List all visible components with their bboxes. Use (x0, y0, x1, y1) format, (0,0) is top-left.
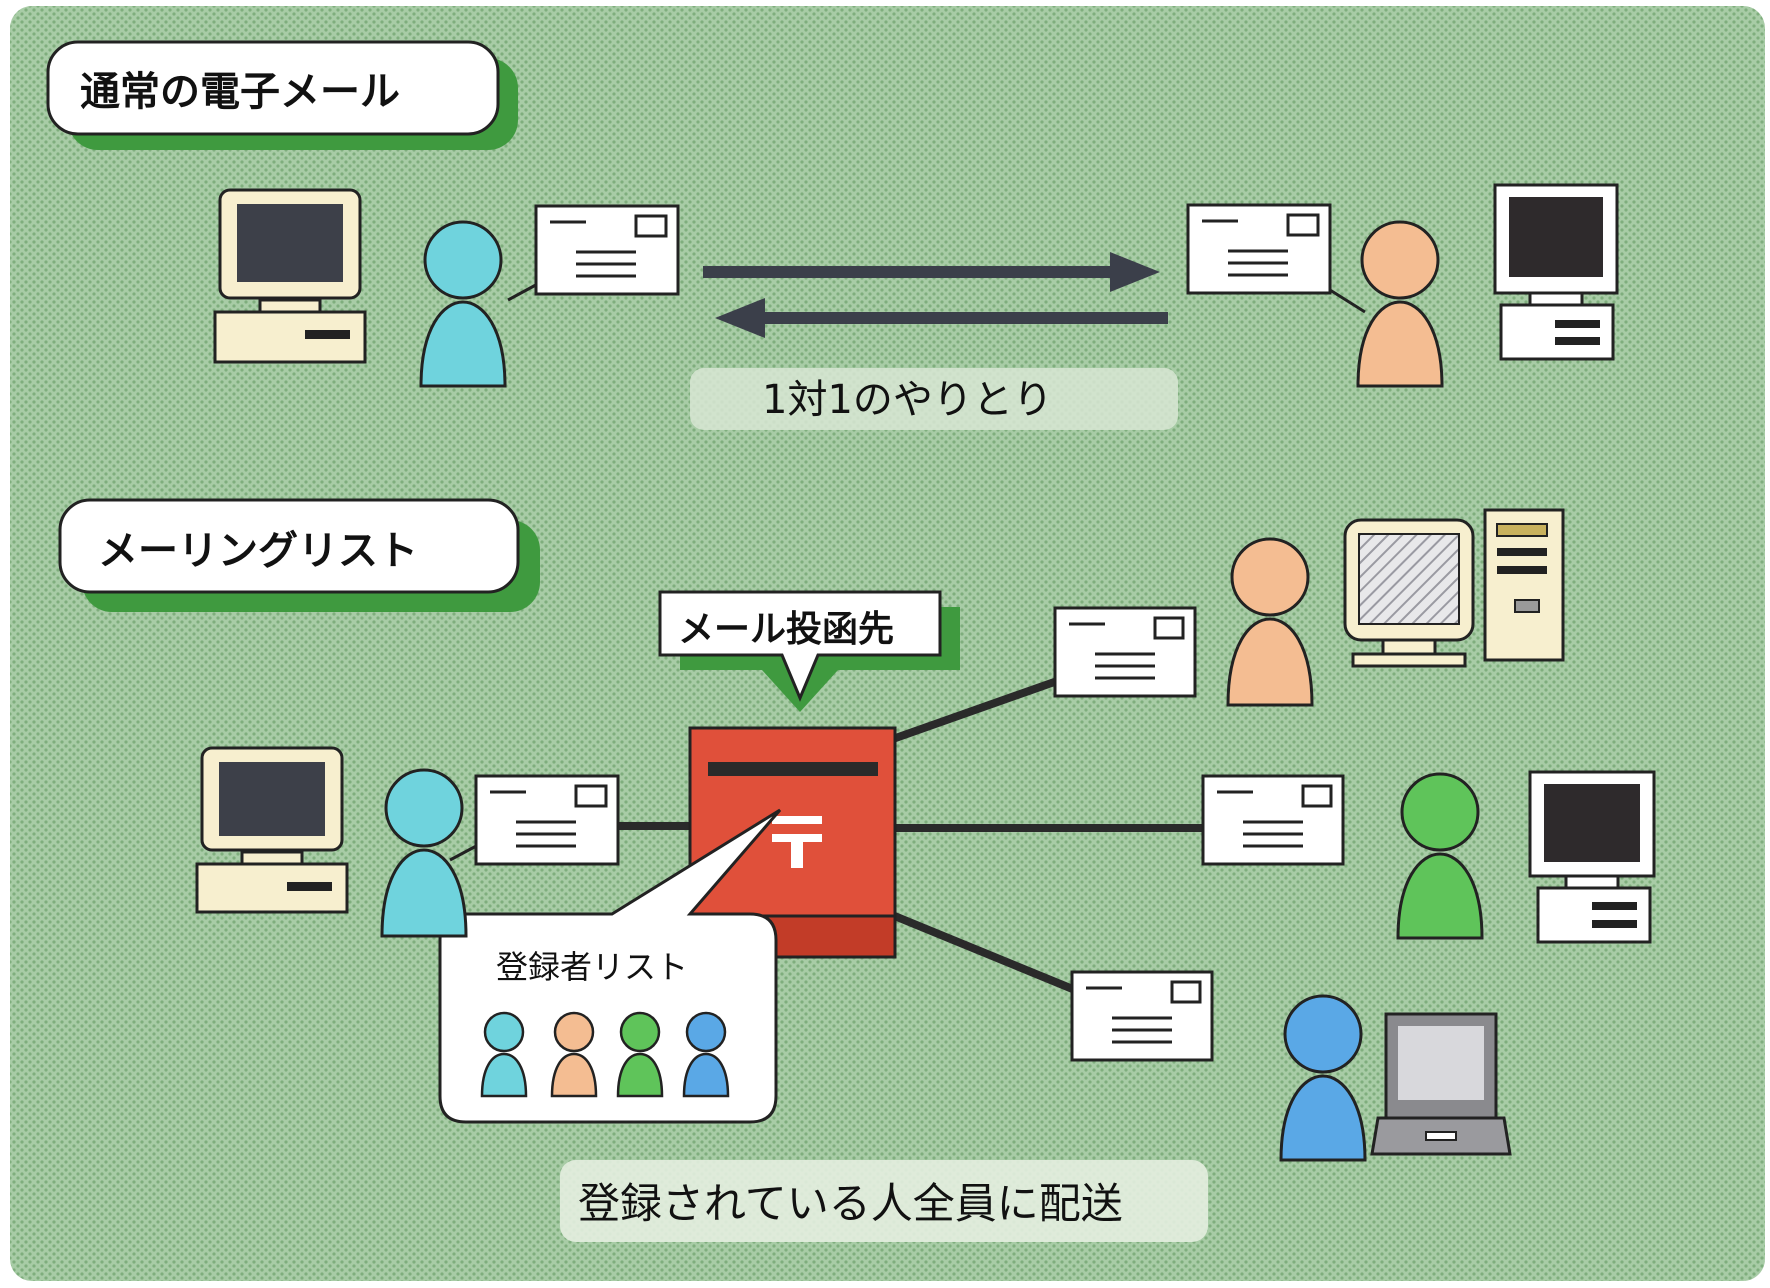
envelope-icon (474, 774, 620, 866)
delivery-line (878, 906, 1077, 994)
subscriber-list-bubble: 登録者リスト (438, 808, 782, 1124)
recipient-person-icon (1279, 994, 1367, 1162)
envelope-icon (1186, 203, 1332, 295)
deliver-all-caption-box: 登録されている人全員に配送 (560, 1160, 1208, 1242)
envelope-icon (1070, 970, 1214, 1062)
delivery-line (888, 676, 1062, 744)
laptop-icon (1370, 1012, 1512, 1156)
mail-address-callout: メール投函先 (658, 590, 960, 712)
recipient-person-icon (1396, 772, 1484, 940)
postbox-icon (688, 726, 897, 959)
postal-mark-icon (772, 816, 822, 868)
envelope-icon (1053, 606, 1197, 698)
sender-person-icon (380, 768, 468, 938)
person-icon (616, 1011, 664, 1098)
desktop-computer-icon (213, 188, 367, 364)
deliver-all-caption: 登録されている人全員に配送 (578, 1179, 1123, 1228)
mailing-list-title: メーリングリスト (98, 528, 418, 574)
desktop-computer-icon (1528, 770, 1656, 944)
sender-person-icon (419, 220, 507, 388)
receiver-person-icon (1356, 220, 1444, 388)
arrow-right (703, 252, 1160, 292)
arrow-left (715, 298, 1168, 338)
subscriber-list-label: 登録者リスト (496, 948, 688, 986)
one-to-one-caption-box: 1対1のやりとり (690, 368, 1178, 430)
desktop-computer-icon (1343, 518, 1475, 668)
desktop-computer-icon (195, 746, 349, 914)
desktop-computer-icon (1493, 183, 1619, 361)
person-icon (480, 1011, 528, 1098)
mailing-list-title-panel: メーリングリスト (58, 498, 540, 612)
envelope-icon (534, 204, 680, 296)
one-to-one-caption: 1対1のやりとり (762, 377, 1053, 423)
envelope-icon (1201, 774, 1345, 866)
normal-email-title: 通常の電子メール (80, 69, 400, 115)
recipient-person-icon (1226, 537, 1314, 707)
mail-address-label: メール投函先 (678, 609, 894, 650)
person-icon (682, 1011, 730, 1098)
tower-computer-icon (1483, 508, 1565, 662)
normal-email-title-panel: 通常の電子メール (46, 40, 518, 150)
person-icon (550, 1011, 598, 1098)
